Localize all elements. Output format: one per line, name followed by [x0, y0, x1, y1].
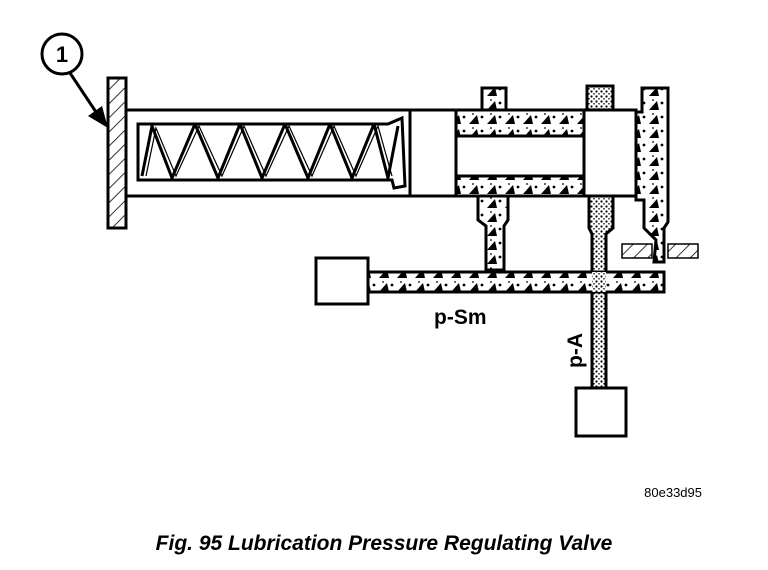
figure-caption: Fig. 95 Lubrication Pressure Regulating … [155, 532, 613, 555]
oil-chamber-bottom [454, 174, 586, 198]
return-passage [634, 86, 670, 264]
valve-land-2 [582, 108, 638, 198]
valve-land-1 [408, 108, 458, 198]
valve-diagram: 1 p-Sm p-A 80e33d95 [40, 32, 702, 500]
callout-circle [40, 32, 84, 76]
end-plate [106, 76, 128, 230]
consumer-box-left [314, 256, 370, 306]
inlet-stub [480, 86, 508, 112]
psm-line [366, 270, 666, 294]
oil-chamber-top [454, 108, 586, 138]
psm-pa-overlap [592, 272, 606, 292]
callout-arrowhead [88, 106, 108, 128]
spring [140, 122, 400, 180]
spring-back [145, 124, 393, 178]
label-p-a: p-A [564, 333, 587, 368]
image-code: 80e33d95 [644, 485, 702, 500]
seat-hatch-right [667, 243, 699, 259]
callout-1: 1 [40, 32, 108, 128]
outlet-stub [476, 194, 510, 272]
pa-column-top [585, 84, 615, 112]
seat-hatch-left [621, 243, 653, 259]
callout-leader [68, 72, 102, 119]
consumer-box-bottom [574, 386, 628, 438]
callout-number: 1 [56, 42, 68, 67]
label-p-sm: p-Sm [434, 306, 487, 329]
valve-stem [454, 134, 586, 178]
